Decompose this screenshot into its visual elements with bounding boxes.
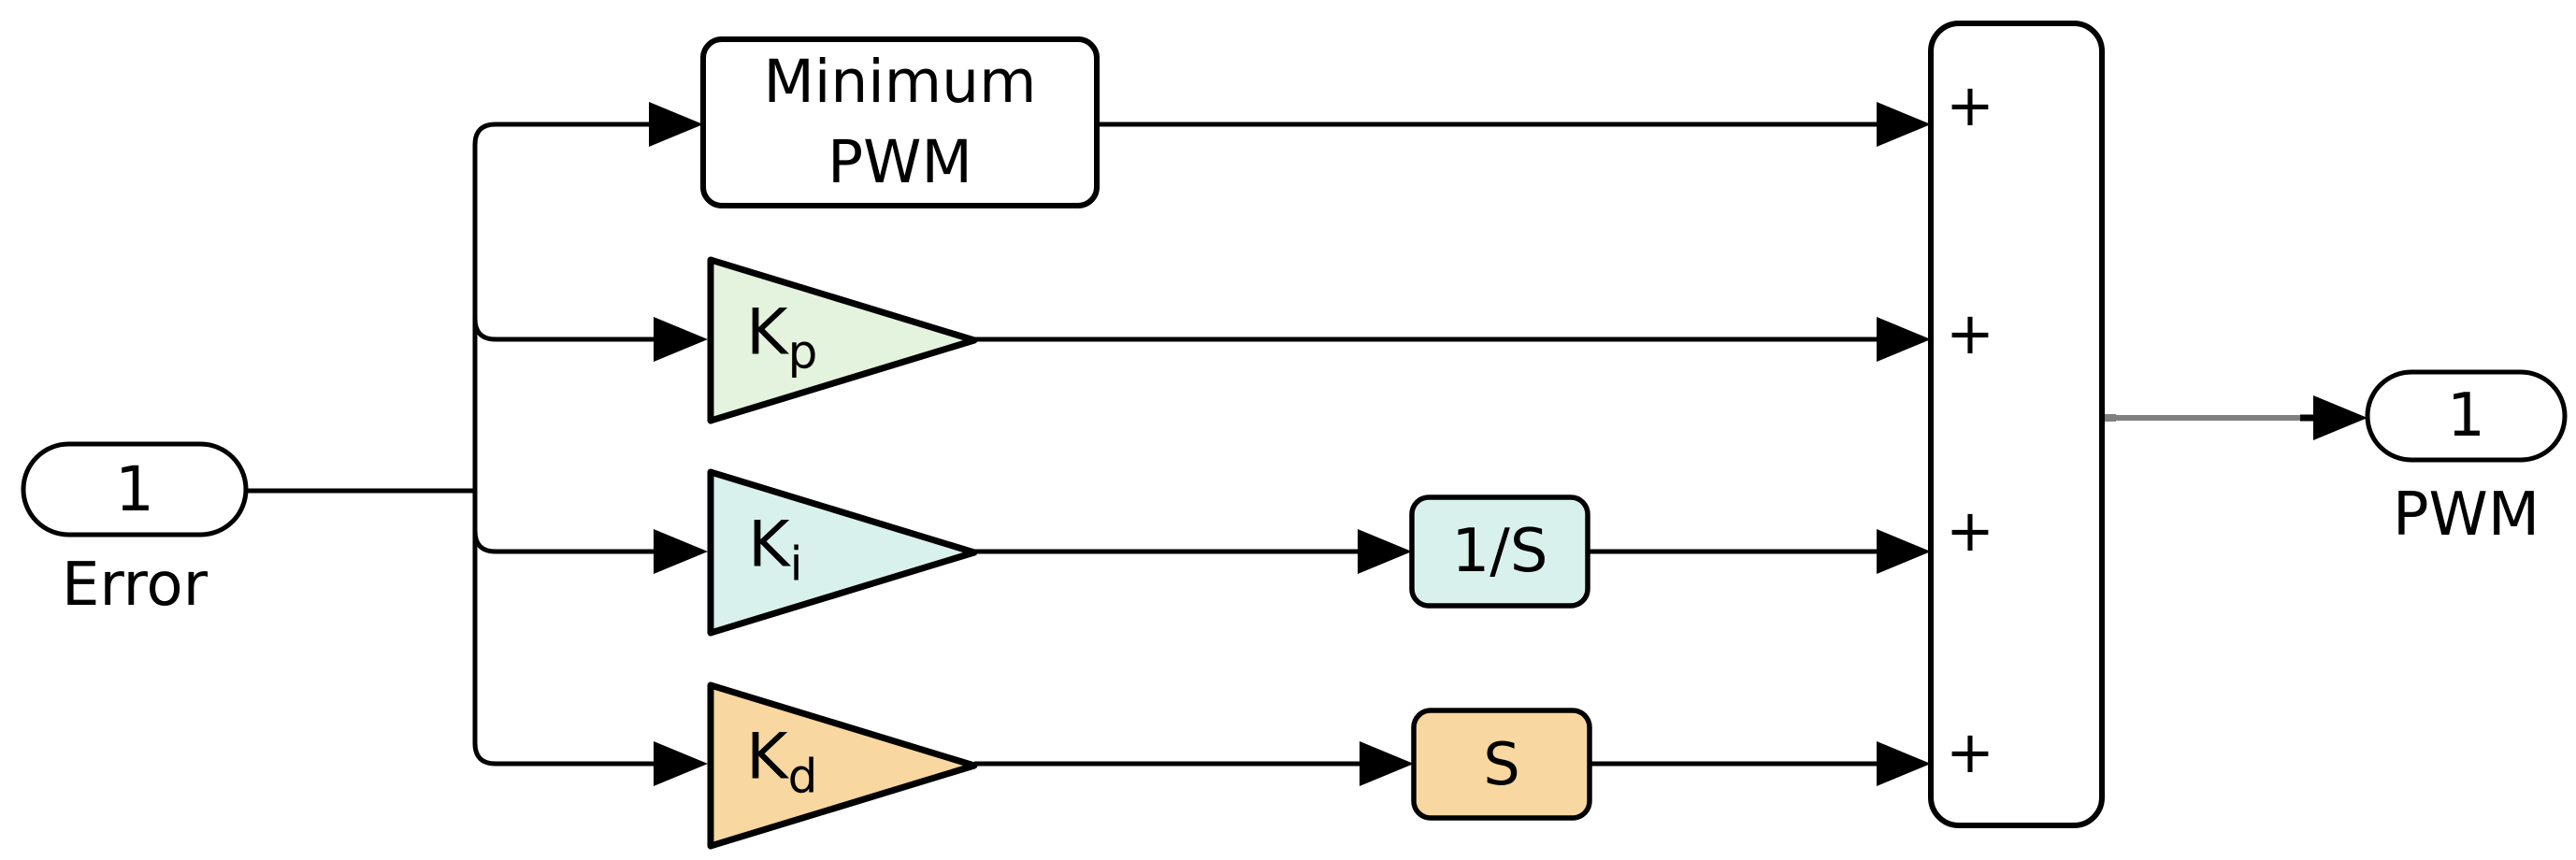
sum-plus-sign-1: + xyxy=(1946,71,1994,139)
inport-number: 1 xyxy=(115,453,154,525)
wire-arrow-into-sum-2 xyxy=(1877,317,1931,362)
block-minimum-pwm[interactable] xyxy=(700,36,1100,208)
inport-label: Error xyxy=(62,551,208,620)
gain-kp-subscript: p xyxy=(787,324,818,380)
gain-kd-base: K xyxy=(746,720,788,795)
gain-ki-subscript: i xyxy=(789,537,803,592)
block-integrator-label: 1/S xyxy=(1451,517,1548,586)
block-sum-signs: + + + + xyxy=(1931,23,2102,825)
wire-branch-kp xyxy=(472,318,655,342)
wire-arrow-into-kp xyxy=(654,317,708,362)
block-gain-kp-label: Kp xyxy=(746,296,817,380)
wire-arrow-into-derivative xyxy=(1360,741,1414,786)
outport-number: 1 xyxy=(2447,381,2485,451)
inport-error-oval[interactable] xyxy=(21,441,249,538)
gain-ki-base: K xyxy=(748,508,790,582)
block-gain-ki-label: Ki xyxy=(748,509,803,592)
block-minimum-pwm-label: Minimum PWM xyxy=(763,48,1037,196)
wire-arrow-into-integrator xyxy=(1358,529,1412,574)
sum-plus-sign-3: + xyxy=(1946,496,1994,565)
wire-arrow-into-sum-3 xyxy=(1877,529,1931,574)
block-gain-ki-triangle[interactable] xyxy=(707,468,978,637)
wire-arrow-into-ki xyxy=(654,529,708,574)
block-gain-kd-triangle[interactable] xyxy=(707,681,978,850)
outport-label: PWM xyxy=(2392,480,2540,550)
gain-kp-base: K xyxy=(746,295,788,370)
wire-arrow-into-outport xyxy=(2313,395,2367,440)
wire-arrow-into-sum-1 xyxy=(1877,102,1931,147)
wire-arrow-into-sum-4 xyxy=(1877,741,1931,786)
block-gain-kp-triangle[interactable] xyxy=(707,256,978,424)
block-derivative[interactable] xyxy=(1411,708,1592,821)
gain-kd-subscript: d xyxy=(787,749,818,804)
wire-arrow-into-kd xyxy=(654,741,708,786)
sum-plus-sign-2: + xyxy=(1946,299,1994,367)
wire-branch-ki xyxy=(472,530,655,554)
block-derivative-label: S xyxy=(1483,730,1520,798)
wire-branch-trunk xyxy=(472,122,655,767)
sum-plus-sign-4: + xyxy=(1946,718,1994,786)
block-gain-kd-label: Kd xyxy=(746,721,817,804)
block-sum[interactable] xyxy=(1928,21,2105,828)
outport-pwm-oval[interactable] xyxy=(2365,369,2568,463)
wire-arrow-into-minpwm xyxy=(649,102,703,147)
